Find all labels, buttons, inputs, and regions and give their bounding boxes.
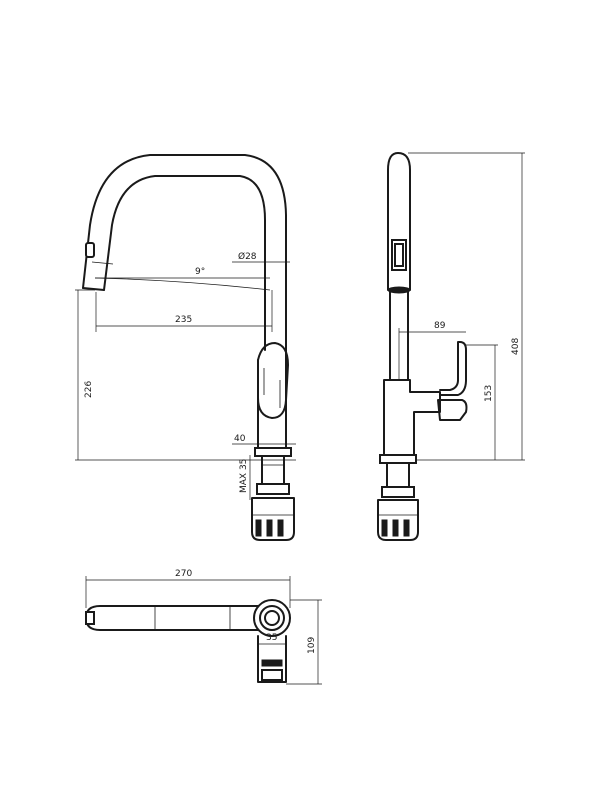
dim-diameter-label: Ø28	[238, 251, 257, 262]
handle-face	[263, 368, 281, 408]
handle-lever	[257, 342, 289, 419]
spray-head	[82, 287, 105, 291]
side-spray-detail	[394, 243, 404, 267]
mounting-nut	[251, 497, 295, 541]
dim-reach-label: 235	[175, 315, 192, 325]
side-lower-tube	[389, 289, 409, 381]
top-handle-grip	[261, 659, 283, 667]
dim-max-label: MAX 35	[239, 459, 249, 493]
spout-inner	[103, 175, 266, 351]
tap-body	[257, 359, 287, 449]
side-body	[383, 379, 441, 456]
front-view: Ø28 9° 235 226 40 MAX 35	[75, 154, 296, 541]
nut-grip-1	[255, 519, 262, 537]
side-washer	[381, 486, 415, 498]
side-view: 89 408 153	[377, 152, 525, 541]
dim-base-label: 40	[234, 434, 246, 444]
spray-seam	[91, 261, 114, 265]
side-spout	[387, 152, 411, 291]
nut-grip-2	[266, 519, 273, 537]
base-flange	[254, 447, 292, 457]
top-handle-tip	[261, 669, 283, 681]
dim-top-small-label: 35	[266, 633, 277, 643]
dim-handle-reach-label: 89	[434, 321, 446, 331]
side-shank	[386, 462, 410, 488]
top-body-core	[264, 610, 280, 626]
side-nut-grip-3	[403, 519, 410, 537]
side-nut-grip-2	[392, 519, 399, 537]
top-handle	[257, 635, 287, 683]
top-body-inner	[259, 605, 285, 631]
dim-handle-height-label: 153	[484, 385, 494, 402]
side-spout-outlet	[387, 286, 411, 294]
washer	[256, 483, 290, 495]
side-nut	[377, 499, 419, 541]
dim-top-depth-label: 109	[307, 637, 317, 654]
dim-spout-height-label: 226	[84, 381, 94, 398]
side-base-flange	[379, 454, 417, 464]
dim-angle-label: 9°	[195, 267, 205, 277]
spout-outer	[82, 154, 287, 456]
dim-top-length-label: 270	[175, 569, 192, 579]
spray-button	[85, 242, 95, 258]
nut-grip-3	[277, 519, 284, 537]
side-nut-grip-1	[381, 519, 388, 537]
side-handle-base	[437, 399, 468, 421]
top-spray-end	[85, 611, 95, 625]
dim-total-height-label: 408	[511, 338, 521, 355]
dim-angle-arc	[94, 277, 271, 291]
side-handle	[439, 341, 467, 396]
top-view: 270 35 109	[85, 569, 322, 685]
top-spout	[85, 605, 271, 631]
